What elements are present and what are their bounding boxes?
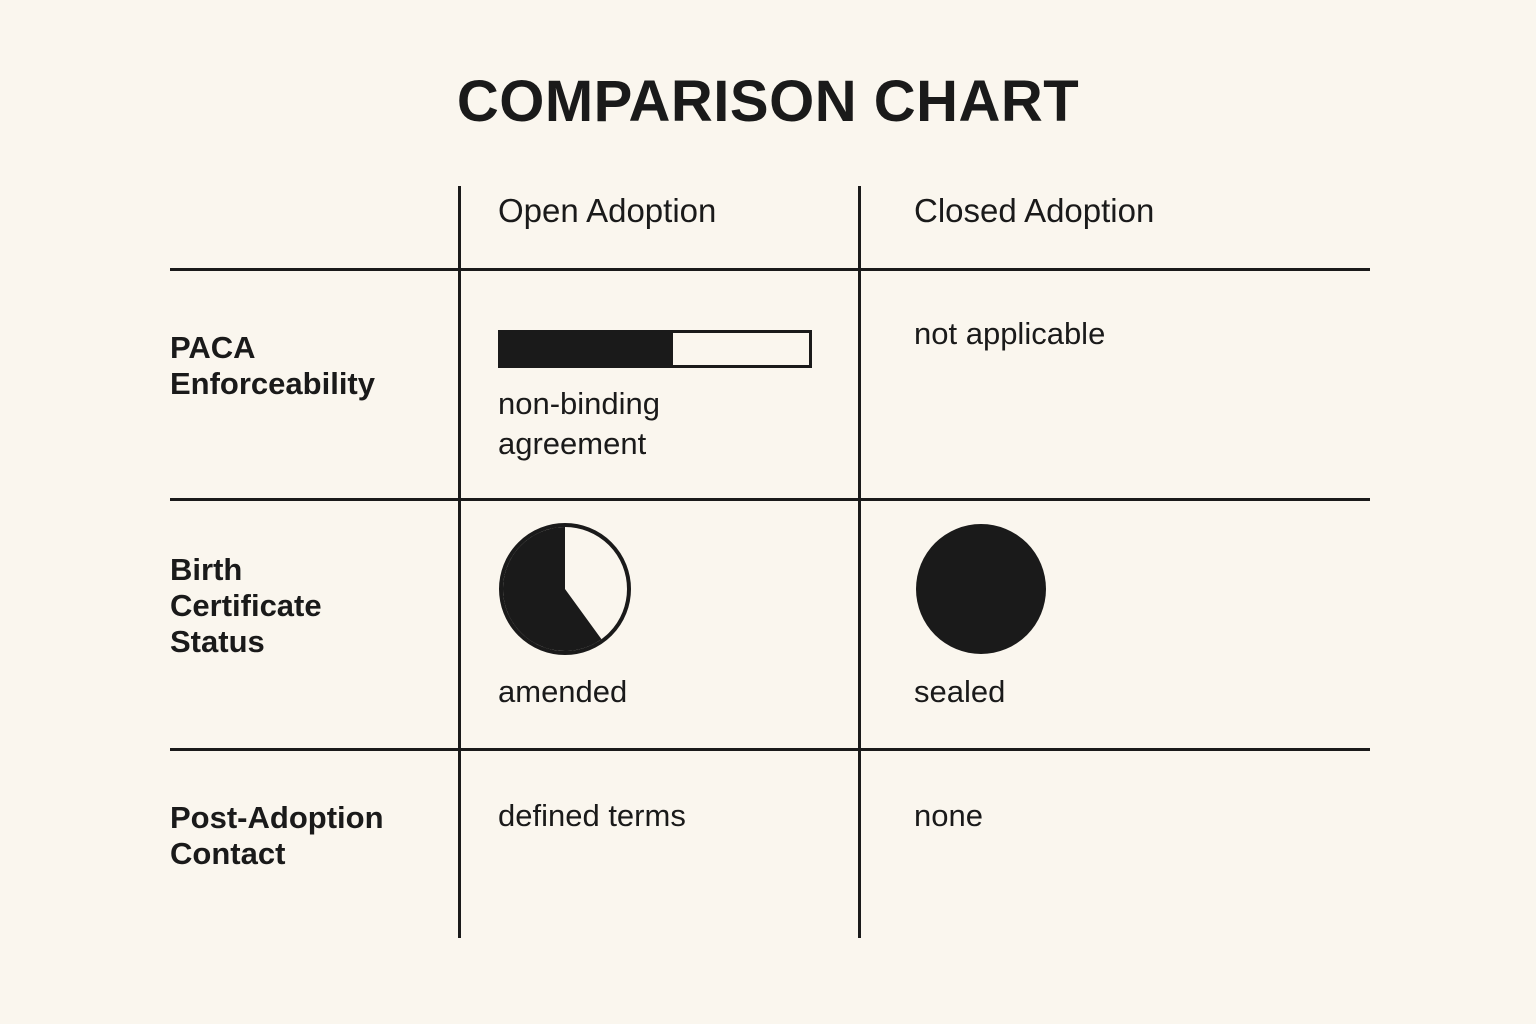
row-label-line: Post-Adoption bbox=[170, 800, 384, 835]
birth-certificate-sealed-graphic: sealed bbox=[914, 522, 1048, 710]
row-label-line: Status bbox=[170, 623, 265, 659]
paca-open-caption: non-binding agreement bbox=[498, 384, 812, 463]
birth-certificate-closed-caption: sealed bbox=[914, 674, 1006, 709]
header-divider bbox=[170, 268, 1370, 271]
row-divider-2 bbox=[170, 748, 1370, 751]
column-header-closed-adoption: Closed Adoption bbox=[914, 192, 1155, 229]
row-label-birth-certificate-status: Birth Certificate Status bbox=[170, 552, 448, 660]
column-header-open-adoption: Open Adoption bbox=[498, 192, 717, 229]
row-label-paca-enforceability: PACA Enforceability bbox=[170, 330, 448, 402]
birth-certificate-pie-graphic: amended bbox=[498, 522, 632, 710]
paca-closed-text: not applicable bbox=[914, 316, 1106, 351]
table-row: PACA Enforceability non-binding agreemen… bbox=[170, 268, 1370, 498]
filled-circle-icon bbox=[916, 524, 1046, 654]
progress-bar-fill bbox=[501, 333, 674, 365]
page-title: COMPARISON CHART bbox=[456, 69, 1080, 134]
comparison-table: Open Adoption Closed Adoption PACA Enfor… bbox=[170, 186, 1370, 938]
row-label-line: Enforceability bbox=[170, 365, 375, 401]
caption-line: agreement bbox=[498, 425, 647, 461]
table-row: Post-Adoption Contact defined terms none bbox=[170, 748, 1370, 938]
column-divider-2 bbox=[858, 186, 861, 938]
cell-closed-post-adoption: none bbox=[914, 796, 1354, 836]
post-adoption-closed-text: none bbox=[914, 798, 983, 833]
table-row: Birth Certificate Status amended bbox=[170, 498, 1370, 748]
row-label-line: PACA bbox=[170, 330, 256, 365]
progress-bar-track bbox=[498, 330, 812, 368]
paca-progress-bar-graphic: non-binding agreement bbox=[498, 330, 812, 463]
cell-closed-paca: not applicable bbox=[914, 314, 1354, 354]
caption-line: non-binding bbox=[498, 386, 661, 421]
row-label-line: Contact bbox=[170, 835, 286, 871]
post-adoption-open-text: defined terms bbox=[498, 798, 686, 833]
column-divider-1 bbox=[458, 186, 461, 938]
row-label-line: Certificate bbox=[170, 587, 322, 623]
pie-chart-icon bbox=[499, 523, 631, 655]
row-divider-1 bbox=[170, 498, 1370, 501]
row-label-post-adoption-contact: Post-Adoption Contact bbox=[170, 800, 448, 872]
row-label-line: Birth bbox=[170, 552, 243, 587]
table-header-row: Open Adoption Closed Adoption bbox=[170, 186, 1370, 268]
cell-open-post-adoption: defined terms bbox=[498, 796, 850, 836]
birth-certificate-open-caption: amended bbox=[498, 674, 628, 709]
